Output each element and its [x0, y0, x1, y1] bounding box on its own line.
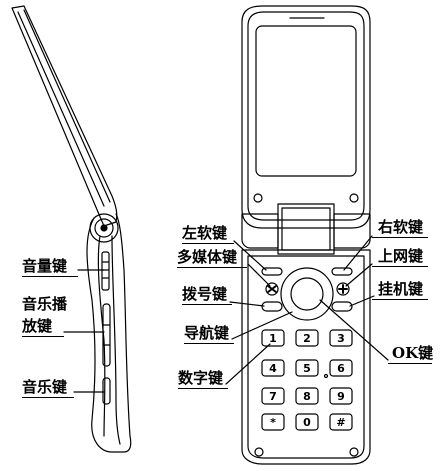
side-volume-key [101, 251, 110, 291]
hangup-key-label: 挂机键 [378, 280, 424, 298]
keypad-key-5 [295, 359, 319, 377]
screw-lid-right [349, 193, 359, 203]
keypad-key-4 [261, 359, 285, 377]
hangup-key-shape [331, 301, 353, 312]
nav-key-ring [280, 267, 334, 321]
front-lid-inner [247, 11, 365, 221]
leader-multimedia [247, 263, 271, 287]
leader-hangup [349, 295, 375, 307]
front-hinge-right [333, 213, 371, 249]
internet-key-label: 上网键 [378, 247, 424, 265]
right-soft-key-label: 右软键 [378, 218, 424, 236]
screw-body-right [349, 447, 359, 457]
side-lid-inner-edge [17, 11, 105, 207]
keypad-key-label: 0 [303, 416, 311, 429]
front-body-outer [241, 249, 371, 465]
dial-key-underline [182, 304, 232, 305]
music-play-key-underline [22, 336, 64, 337]
keypad-key-6 [329, 359, 353, 377]
side-body [86, 213, 132, 453]
nav-key-underline [184, 343, 234, 344]
hinge-center [100, 224, 108, 232]
keypad-key-12 [329, 413, 353, 431]
front-hinge-left [241, 213, 279, 249]
keypad-key-label: 3 [337, 332, 345, 345]
leader-number [225, 343, 271, 385]
left-soft-key-label: 左软键 [182, 224, 228, 242]
front-lid-outer [241, 5, 371, 229]
front-hinge-center-inner [281, 207, 331, 251]
keypad-key-label: 1 [269, 332, 277, 345]
left-soft-key-shape [261, 267, 283, 276]
internet-key-shape [336, 282, 350, 296]
right-soft-key-underline [372, 237, 428, 238]
keypad-key-10 [261, 413, 285, 431]
music-key-underline [22, 397, 74, 398]
volume-key-label: 音量键 [22, 257, 68, 275]
keypad-key-label: 2 [303, 332, 311, 345]
screw-body-left [254, 447, 264, 457]
keypad-key-label: 8 [303, 390, 311, 403]
internet-icon [338, 284, 348, 294]
number-key-underline [178, 388, 228, 389]
ok-key-underline [388, 363, 432, 364]
side-lid [11, 5, 118, 227]
leader-ok [319, 299, 389, 361]
keypad-key-2 [295, 329, 319, 347]
keypad-key-8 [295, 387, 319, 405]
screw-lid-left [253, 193, 263, 203]
side-body-inner [97, 235, 106, 437]
front-hinge-center [277, 203, 335, 255]
dial-key-shape [261, 301, 283, 312]
keypad-key-label: 4 [269, 362, 277, 375]
music-play-key-label-2: 放键 [22, 317, 53, 335]
keypad-key-7 [261, 387, 285, 405]
leader-nav [231, 311, 293, 340]
ok-key-shape [290, 277, 324, 311]
keypad-key-label: 9 [337, 390, 345, 403]
multimedia-key-label: 多媒体键 [177, 248, 238, 266]
left-soft-key-underline [182, 243, 234, 244]
music-play-key-label-1: 音乐播 [22, 295, 68, 313]
keypad-key-label: 7 [269, 390, 277, 403]
keypad-key-label: 5 [303, 362, 311, 375]
keypad-key-label: # [336, 416, 345, 429]
keypad-key-1 [261, 329, 285, 347]
ok-key-label: OK键 [392, 344, 434, 362]
leader-right-soft [343, 235, 373, 271]
leader-left-soft [233, 240, 267, 271]
keypad-key-3 [329, 329, 353, 347]
front-view-phone: 1 2 3 4 5 6 7 8 9 * 0 # [241, 5, 371, 465]
multimedia-key-underline [177, 267, 247, 268]
right-soft-key-shape [331, 267, 353, 276]
keypad-key-11 [295, 413, 319, 431]
leader-dial [229, 301, 265, 307]
front-screen [255, 25, 357, 177]
side-body-inner-2 [111, 235, 121, 445]
nav-key-label: 导航键 [184, 324, 230, 342]
multimedia-icon [267, 285, 277, 293]
side-music-play-key [102, 303, 111, 367]
hangup-key-underline [372, 299, 428, 300]
dial-key-label: 拨号键 [182, 285, 228, 303]
keypad: 1 2 3 4 5 6 7 8 9 * 0 # [261, 329, 353, 431]
side-view-phone [11, 5, 132, 453]
side-music-key [102, 377, 111, 405]
keypad-key-9 [329, 387, 353, 405]
hinge-inner-circle [94, 218, 114, 238]
keypad-key-label: 6 [337, 362, 345, 375]
music-key-label: 音乐键 [22, 378, 68, 396]
microphone-hole [323, 373, 329, 379]
multimedia-key-shape [265, 282, 279, 296]
side-lid-inner-edge-2 [23, 9, 111, 203]
leader-internet [345, 263, 373, 287]
internet-key-underline [372, 266, 428, 267]
front-body-inner [247, 255, 365, 459]
number-key-label: 数字键 [178, 369, 224, 387]
leader-lines [63, 235, 389, 393]
volume-key-underline [22, 276, 78, 277]
keypad-key-label: * [270, 416, 276, 429]
